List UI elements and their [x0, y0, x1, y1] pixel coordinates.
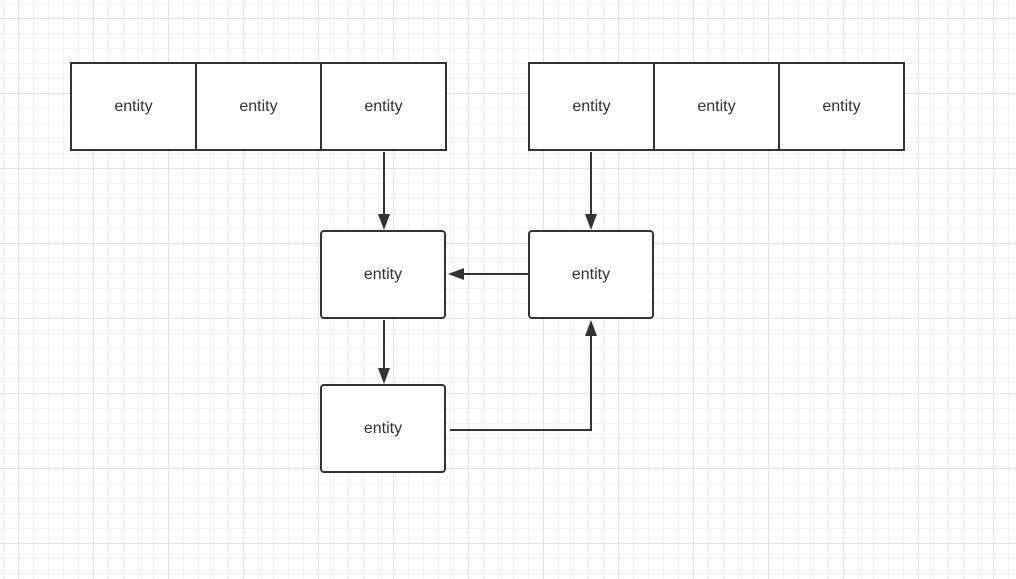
- arrowhead-down-icon: [378, 368, 390, 384]
- entity-box-center[interactable]: entity: [320, 230, 446, 319]
- arrowhead-left-icon: [448, 268, 464, 280]
- entity-cell[interactable]: entity: [320, 64, 445, 149]
- arrowhead-down-icon: [378, 214, 390, 230]
- entity-cell[interactable]: entity: [778, 64, 903, 149]
- arrowhead-down-icon: [585, 214, 597, 230]
- arrowhead-up-icon: [585, 320, 597, 336]
- arrow-bottom-to-right: [450, 335, 592, 431]
- entity-cell[interactable]: entity: [653, 64, 778, 149]
- entity-box-bottom[interactable]: entity: [320, 384, 446, 473]
- entity-cell[interactable]: entity: [114, 97, 153, 115]
- entity-cell[interactable]: entity: [195, 64, 320, 149]
- entity-row-right: entity entity entity: [528, 62, 905, 151]
- entity-box-right[interactable]: entity: [528, 230, 654, 319]
- entity-row-left: entity entity entity: [70, 62, 447, 151]
- entity-cell[interactable]: entity: [572, 97, 611, 115]
